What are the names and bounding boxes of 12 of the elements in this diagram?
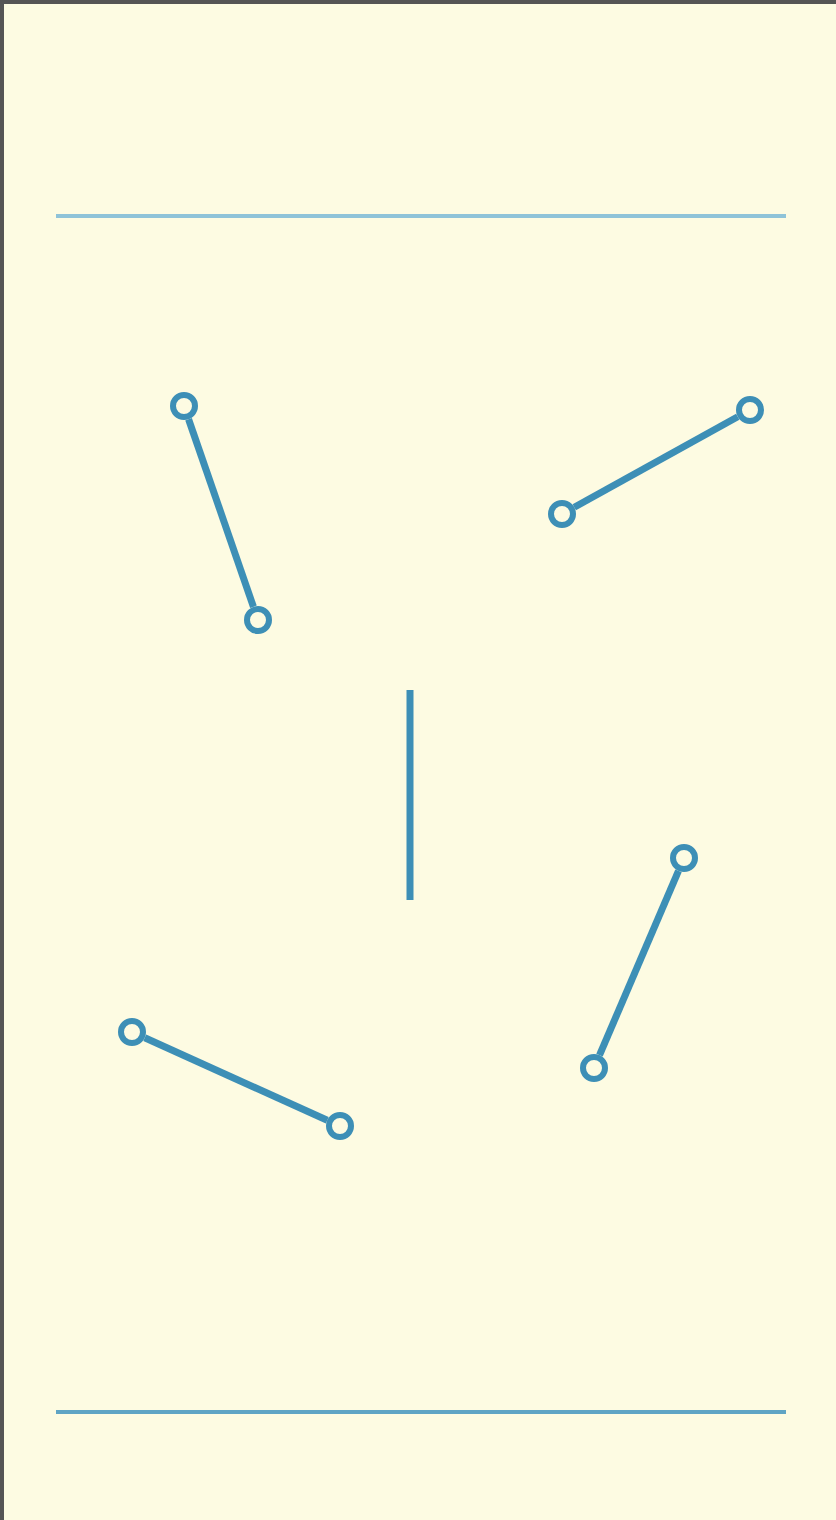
connector-line bbox=[143, 1034, 329, 1124]
ring-marker bbox=[736, 396, 764, 424]
ring-marker bbox=[118, 1018, 146, 1046]
ring-marker bbox=[326, 1112, 354, 1140]
connector-line bbox=[185, 418, 257, 608]
ring-marker bbox=[548, 500, 576, 528]
connector-line bbox=[596, 869, 682, 1057]
connector-line bbox=[572, 413, 740, 511]
ring-marker bbox=[170, 392, 198, 420]
ring-marker bbox=[580, 1054, 608, 1082]
ring-marker bbox=[244, 606, 272, 634]
ring-marker bbox=[670, 844, 698, 872]
